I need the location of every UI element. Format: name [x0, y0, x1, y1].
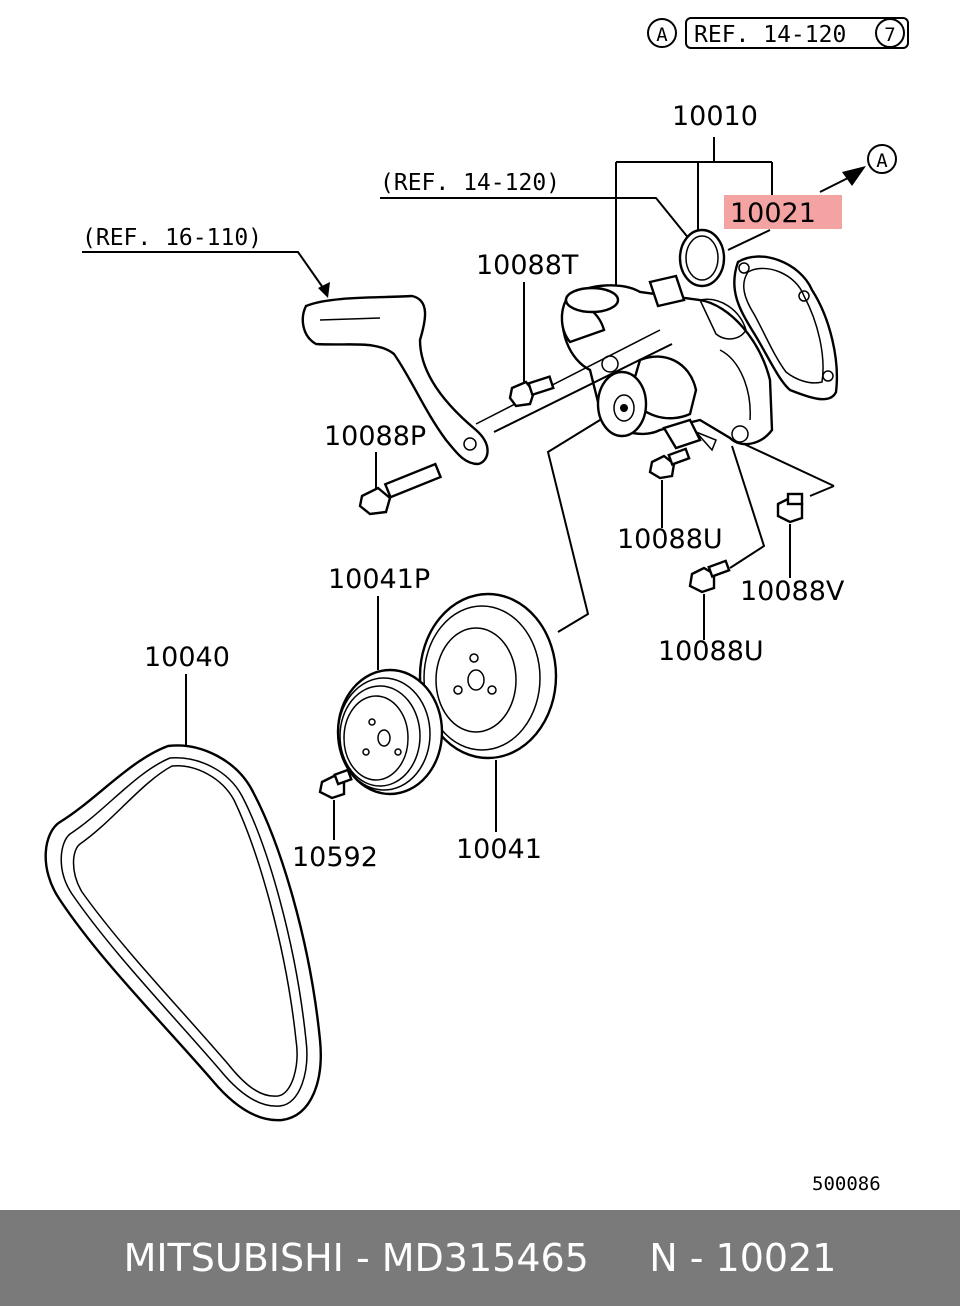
arrow-to-a: A: [819, 144, 897, 193]
label-10088T: 10088T: [476, 250, 579, 281]
label-10041P: 10041P: [328, 564, 430, 595]
bolt-10088T: [508, 375, 555, 408]
label-10592: 10592: [292, 842, 378, 873]
belt-10040: [44, 744, 322, 1122]
bolt-10088P: [358, 462, 443, 516]
ref-box: [685, 17, 909, 49]
water-pump: [560, 274, 774, 452]
bolt-10088V: [776, 492, 804, 524]
label-10041: 10041: [456, 834, 542, 865]
circle-a-arrow: [867, 144, 897, 174]
bracket: [301, 294, 489, 466]
gasket-10021: [733, 255, 839, 401]
ref-16-110-label: (REF. 16-110): [82, 225, 262, 251]
label-10088P: 10088P: [324, 421, 426, 452]
label-10010: 10010: [672, 101, 758, 132]
bolt-10088U-a: [648, 447, 691, 480]
parts-diagram: A REF. 14-120 7 10010 A 10021 (REF. 14-1…: [44, 17, 909, 1195]
circle-a-label: A: [656, 24, 668, 46]
footer-bar: MITSUBISHI - MD315465 N - 10021: [0, 1210, 960, 1306]
o-ring: [678, 228, 726, 288]
circle-7-label: 7: [884, 24, 895, 46]
pulley-10041: [418, 592, 558, 760]
diagram-id: 500086: [812, 1173, 881, 1195]
circle-a-arrow-label: A: [876, 150, 888, 172]
highlight-10021: [724, 195, 842, 229]
footer-text: MITSUBISHI - MD315465 N - 10021: [123, 1236, 837, 1280]
circle-a-header: [647, 18, 677, 48]
ref-14-120-label: (REF. 14-120): [380, 170, 560, 196]
pulley-10041P: [336, 668, 444, 796]
header-reference: A REF. 14-120 7: [647, 17, 909, 49]
label-10088U-a: 10088U: [617, 524, 723, 555]
label-10088V: 10088V: [740, 576, 845, 607]
label-10088U-b: 10088U: [658, 636, 764, 667]
bolt-10088U-b: [688, 559, 731, 594]
bolt-10592: [318, 768, 353, 800]
label-10040: 10040: [144, 642, 230, 673]
label-10021: 10021: [730, 198, 816, 229]
circle-7: [875, 18, 905, 48]
ref-box-text: REF. 14-120: [694, 22, 846, 48]
